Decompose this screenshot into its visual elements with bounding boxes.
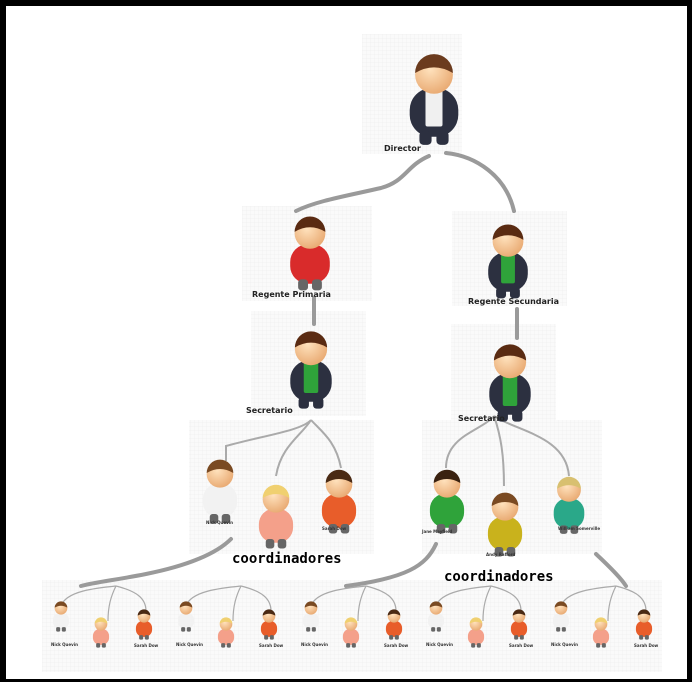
leaf-group-1-name-1: Nick Quevin: [51, 642, 78, 647]
coord-right-figure-3: [553, 476, 585, 534]
leaf-group-1-figure-2: [92, 617, 110, 648]
regente-secundaria-figure: [488, 224, 528, 299]
leaf-group-5-figure-3: [635, 609, 653, 640]
leaf-group-4-figure-1: [427, 601, 445, 632]
coord-right-figure-2: [487, 492, 523, 557]
leaf-group-2-name-1: Nick Quevin: [176, 642, 203, 647]
regente-primaria-figure: [290, 216, 330, 291]
leaf-group-5-figure-2: [592, 617, 610, 648]
coordinadores-left-heading: coordinadores: [232, 551, 342, 567]
secretario-right-figure: [489, 344, 531, 422]
coord-right-name-1: Jane Mayfield: [421, 529, 452, 534]
secretario-right-label: Secretario: [458, 414, 505, 423]
connector-coord-right-to-leaves: [344, 542, 438, 588]
coord-left-name-1: Nick Quevin: [206, 520, 233, 525]
leaf-group-3-figure-2: [342, 617, 360, 648]
leaf-group-2-figure-1: [177, 601, 195, 632]
leaf-labels: Nick Quevin Sarah Dow Nick Quevin Sarah Dow…: [51, 642, 659, 648]
leaf-group-1-figure-1: [52, 601, 70, 632]
coord-left-figure-3: [321, 469, 357, 534]
leaf-group-1-name-3: Sarah Dow: [134, 643, 159, 648]
coord-right-name-2: Andy Rafford: [486, 552, 516, 557]
leaf-group-2-figure-3: [260, 609, 278, 640]
leaf-group-3-name-3: Sarah Dow: [384, 643, 409, 648]
coord-left-name-3: Sarah Dow: [322, 526, 347, 531]
coord-left-figure-2: [258, 484, 294, 549]
regente-secundaria-label: Regente Secundaria: [468, 297, 559, 306]
leaf-group-5-figure-1: [552, 601, 570, 632]
leaf-group-4-name-3: Sarah Dow: [509, 643, 534, 648]
leaf-group-2-name-3: Sarah Dow: [259, 643, 284, 648]
leaf-group-3-name-1: Nick Quevin: [301, 642, 328, 647]
leaf-group-3-figure-3: [385, 609, 403, 640]
branch-lines: [225, 415, 570, 487]
leaf-group-3-figure-1: [302, 601, 320, 632]
connector-coord-right-to-right-leaves: [594, 552, 628, 588]
leaf-group-4-name-1: Nick Quevin: [426, 642, 453, 647]
director-figure: [409, 54, 459, 145]
leaf-group-5-name-1: Nick Quevin: [551, 642, 578, 647]
people-layer: [52, 54, 653, 648]
org-chart: Director Regente Primaria Regente Secund…: [42, 34, 662, 672]
connectors: [79, 151, 628, 588]
regente-primaria-label: Regente Primaria: [252, 290, 331, 299]
connector-coord-left-to-leaves: [79, 537, 233, 588]
connector-director-regente-primaria: [294, 154, 431, 213]
leaf-group-2-figure-2: [217, 617, 235, 648]
leaf-group-5-name-3: Sarah Dow: [634, 643, 659, 648]
coord-right-name-3: William Somerville: [558, 526, 600, 531]
connector-director-regente-secundaria: [444, 151, 516, 213]
coord-left-figure-1: [202, 459, 238, 524]
coordinadores-right-heading: coordinadores: [444, 569, 554, 585]
coord-right-figure-1: [429, 469, 465, 534]
leaf-group-1-figure-3: [135, 609, 153, 640]
director-label: Director: [384, 144, 421, 153]
secretario-left-label: Secretario: [246, 406, 293, 415]
secretario-left-figure: [290, 331, 332, 409]
leaf-group-4-figure-3: [510, 609, 528, 640]
leaf-group-4-figure-2: [467, 617, 485, 648]
